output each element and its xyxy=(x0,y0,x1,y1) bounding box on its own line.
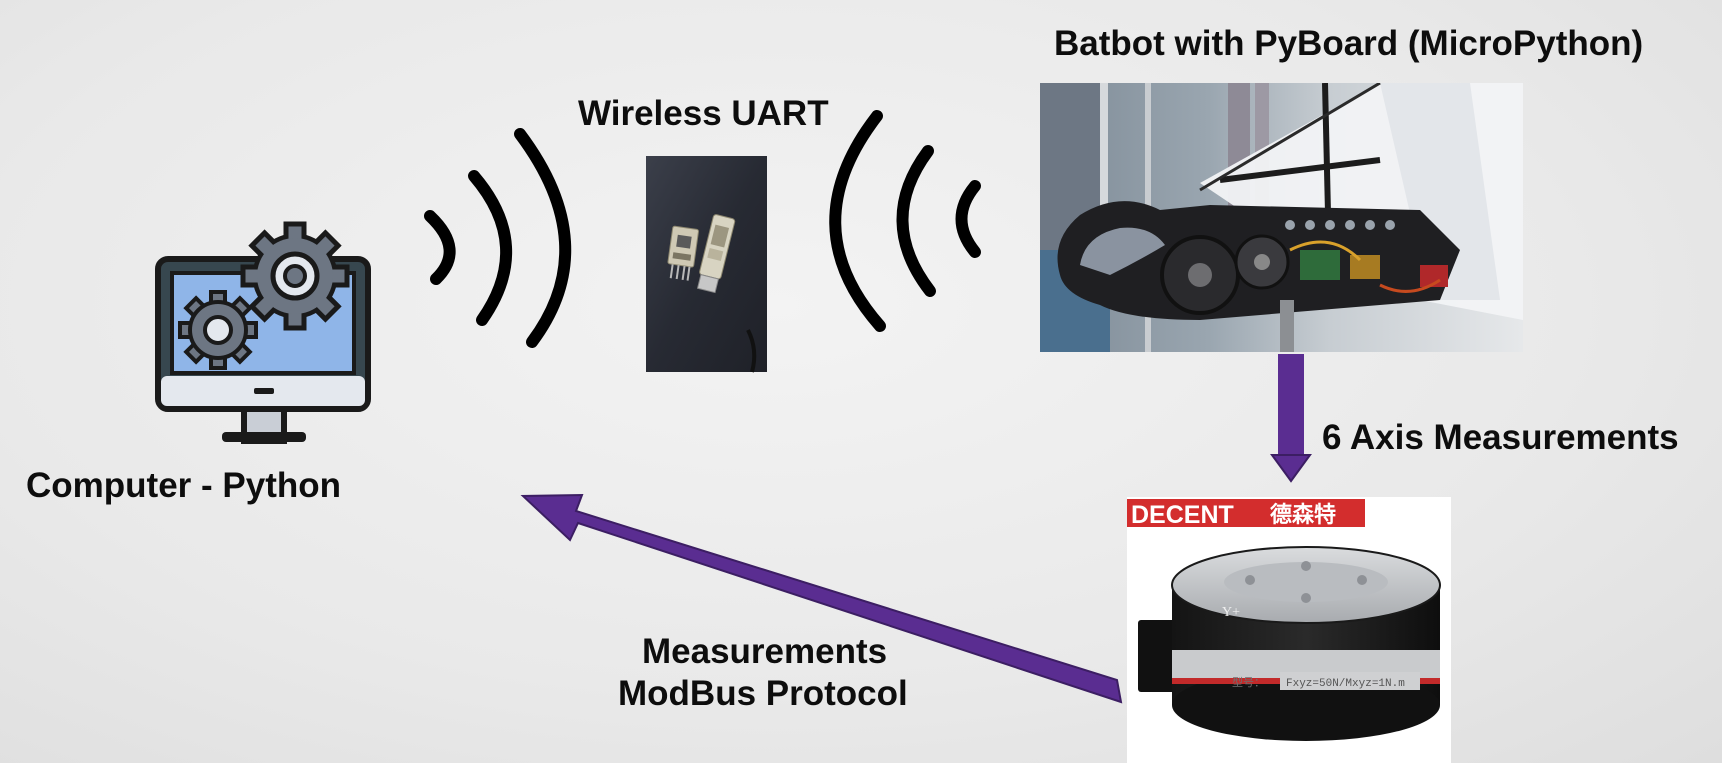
sensor-spec-prefix: 型号： xyxy=(1232,675,1265,689)
sensor-brand-cn: 德森特 xyxy=(1270,502,1336,528)
batbot-label: Batbot with PyBoard (MicroPython) xyxy=(1054,24,1644,63)
sensor-axis-mark: Y+ xyxy=(1222,605,1240,620)
wireless-waves-right-icon xyxy=(829,110,981,332)
wireless-uart-label: Wireless UART xyxy=(578,94,829,133)
wireless-uart-photo xyxy=(646,156,767,373)
sensor-spec: Fxyz=50N/Mxyz=1N.m xyxy=(1286,678,1405,690)
axis-arrow xyxy=(1270,354,1312,483)
computer-label: Computer - Python xyxy=(26,466,341,505)
wireless-waves-left-icon xyxy=(424,128,572,348)
monitor-with-gears-icon xyxy=(155,221,371,444)
sensor-brand: DECENT xyxy=(1131,501,1234,529)
sensor-photo xyxy=(1127,497,1451,763)
modbus-label: ModBus Protocol xyxy=(618,674,908,713)
modbus-arrow xyxy=(520,493,1123,704)
measurements-label: Measurements xyxy=(642,632,888,671)
axis-measurements-label: 6 Axis Measurements xyxy=(1322,418,1679,457)
big-gear-icon xyxy=(240,221,350,331)
small-gear-icon xyxy=(178,290,258,370)
batbot-photo xyxy=(1040,83,1523,352)
